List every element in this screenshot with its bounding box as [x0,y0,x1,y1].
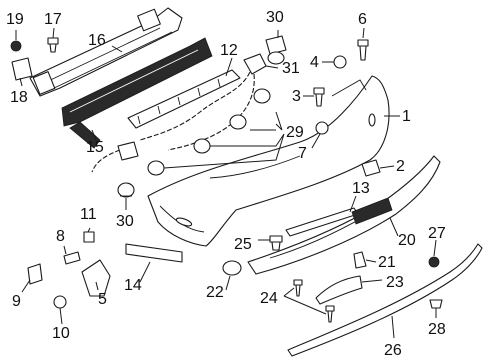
part-12-bracket [127,69,241,129]
callout-26: 26 [384,342,402,359]
part-10-grommet [53,295,67,309]
callout-30-top: 30 [266,9,284,26]
callout-19: 19 [6,11,24,28]
callout-15: 15 [86,139,104,156]
callout-23: 23 [386,274,404,291]
callout-28: 28 [428,321,446,338]
part-21-clip [353,251,367,269]
callout-13: 13 [352,180,370,197]
part-30-sensor-left [117,182,135,198]
callout-1: 1 [402,108,411,125]
callout-14: 14 [124,277,142,294]
callout-16: 16 [88,32,106,49]
callout-18: 18 [10,89,28,106]
part-14-reflector [125,243,183,263]
part-6-push-pin [357,39,369,61]
callout-2: 2 [396,158,405,175]
part-31-wiring-harness [91,53,267,173]
part-11-clip [83,231,95,243]
part-17-bolt [47,37,59,53]
part-22-grommet [222,260,242,276]
callout-29: 29 [286,124,304,141]
part-3-bolt [313,87,325,107]
callout-3: 3 [292,88,301,105]
callout-24: 24 [260,290,278,307]
part-16-reinforcement-beam [29,7,183,97]
callout-25: 25 [234,236,252,253]
part-27-fastener [428,256,440,268]
part-24-screws [293,279,335,323]
callout-8: 8 [56,228,65,245]
callout-30-left: 30 [116,213,134,230]
callout-27: 27 [428,225,446,242]
leader-lines [15,27,437,339]
part-30-sensor-top [265,35,287,65]
part-8-screw [63,251,81,265]
callout-7: 7 [298,145,307,162]
part-28-fastener [429,299,443,309]
part-23-reflector [315,275,363,305]
part-2-clip [361,159,381,177]
callout-10: 10 [52,325,70,342]
callout-4: 4 [310,54,319,71]
part-4-nut [333,55,347,69]
callout-9: 9 [12,293,21,310]
part-5-bracket [81,259,111,297]
callout-17: 17 [44,11,62,28]
callout-22: 22 [206,284,224,301]
callout-labels: 1 2 3 4 5 6 7 8 9 10 11 12 13 14 15 16 1… [6,9,446,359]
part-9-clip [27,263,43,285]
callout-11: 11 [80,206,97,223]
callout-5: 5 [98,291,107,308]
part-15-energy-absorber [61,37,213,149]
part-26-lower-strip [287,243,483,357]
callout-6: 6 [358,11,367,28]
callout-20: 20 [398,232,416,249]
callout-12: 12 [220,42,238,59]
part-20-lower-valance [247,155,441,275]
part-7-nut [315,121,329,135]
part-25-pin [269,235,283,251]
callout-31: 31 [282,60,300,77]
part-29-sensor-group [117,88,271,176]
part-18-bracket [11,57,33,81]
part-19-nut [10,40,22,52]
callout-21: 21 [378,254,396,271]
